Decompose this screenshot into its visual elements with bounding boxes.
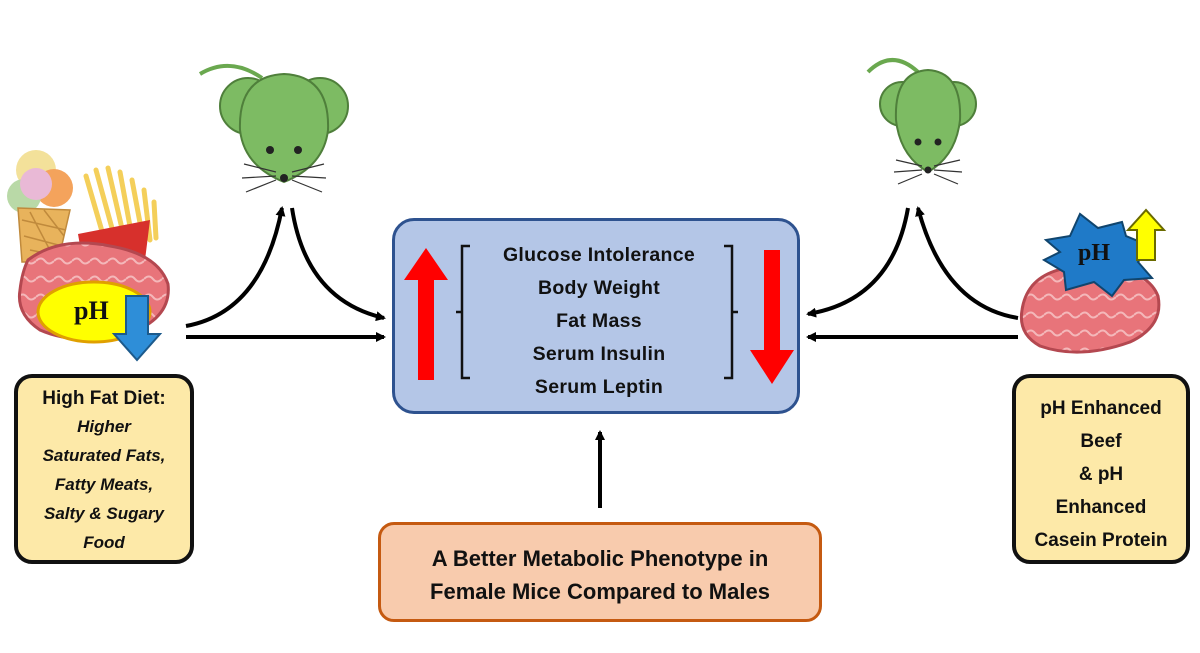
right-arrows	[806, 206, 1019, 342]
beef-box-line: Casein Protein	[1034, 530, 1168, 551]
down-arrow-icon	[750, 250, 794, 384]
left-arrows	[185, 206, 386, 342]
high-fat-diet-line: Saturated Fats,	[42, 446, 166, 465]
outcome-item: Glucose Intolerance	[502, 244, 696, 266]
high-fat-diet-box: High Fat Diet: Higher Saturated Fats, Fa…	[14, 374, 194, 564]
outcome-item: Serum Leptin	[534, 376, 664, 398]
phenotype-line: Female Mice Compared to Males	[430, 579, 770, 604]
ph-oval	[36, 280, 152, 344]
ph-down-arrow-icon	[111, 295, 163, 362]
right-bracket	[724, 244, 738, 380]
beef-box-line: pH Enhanced	[1040, 398, 1162, 419]
beef-box-line: Beef	[1080, 431, 1122, 452]
center-outcomes-box: Glucose Intolerance Body Weight Fat Mass…	[392, 218, 800, 414]
mouse-icon	[866, 58, 977, 185]
left-bracket	[456, 244, 470, 380]
outcome-item: Serum Insulin	[532, 343, 666, 365]
up-arrow-icon	[404, 248, 448, 380]
ph-label-right: pH	[1078, 240, 1111, 266]
high-fat-diet-line: Higher	[77, 417, 131, 436]
high-fat-diet-line: Fatty Meats,	[54, 475, 154, 494]
ph-label-left: pH	[74, 296, 109, 325]
outcome-item: Fat Mass	[556, 310, 642, 332]
phenotype-line: A Better Metabolic Phenotype in	[431, 546, 769, 571]
mouse-icon	[198, 63, 349, 193]
outcome-item: Body Weight	[537, 277, 661, 299]
beef-box-line: Enhanced	[1055, 497, 1147, 518]
high-fat-diet-line: Food	[83, 533, 125, 552]
center-arrows	[404, 244, 794, 384]
ph-up-arrow-icon	[1125, 208, 1167, 261]
ph-star	[1041, 212, 1155, 298]
outcome-list: Glucose Intolerance Body Weight Fat Mass…	[435, 239, 763, 404]
high-fat-diet-title: High Fat Diet:	[42, 388, 166, 409]
ph-enhanced-beef-box: pH Enhanced Beef & pH Enhanced Casein Pr…	[1012, 374, 1190, 564]
high-fat-diet-line: Salty & Sugary	[44, 504, 164, 523]
beef-box-line: & pH	[1078, 464, 1124, 485]
phenotype-box: A Better Metabolic Phenotype in Female M…	[378, 522, 822, 622]
